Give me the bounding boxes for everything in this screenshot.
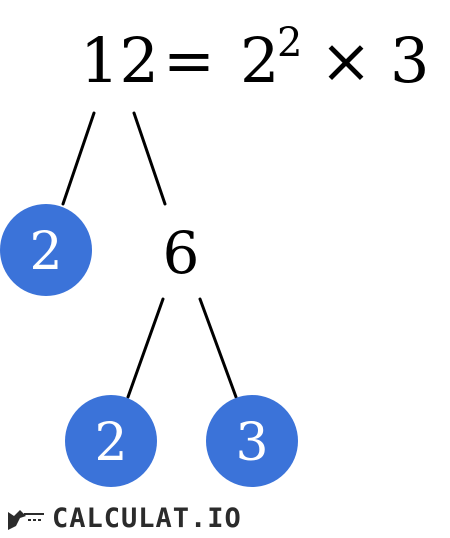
prime-node-circle — [65, 395, 157, 487]
brand-logo: CALCULAT.IO — [6, 502, 242, 534]
brand-name: CALCULAT.IO — [52, 502, 242, 534]
times-sign: × — [320, 24, 372, 97]
equation-factor: 3 — [390, 24, 429, 97]
branch-line — [198, 297, 238, 399]
factorization-equation: 12 = 2 2 × 3 — [80, 20, 429, 97]
branch-line — [61, 111, 96, 206]
equation-number: 12 — [80, 24, 159, 97]
prime-node-value: 2 — [29, 222, 62, 282]
composite-node-value: 6 — [163, 219, 200, 287]
bird-icon — [8, 510, 44, 530]
prime-node-circle — [0, 204, 92, 296]
branch-line — [132, 111, 167, 206]
equation-exponent: 2 — [277, 20, 302, 66]
equals-sign: = — [163, 24, 215, 97]
prime-node-value: 3 — [235, 413, 268, 473]
equation-base: 2 — [240, 24, 279, 97]
branch-line — [126, 297, 165, 399]
prime-node-circle — [206, 395, 298, 487]
prime-node-value: 2 — [94, 413, 127, 473]
